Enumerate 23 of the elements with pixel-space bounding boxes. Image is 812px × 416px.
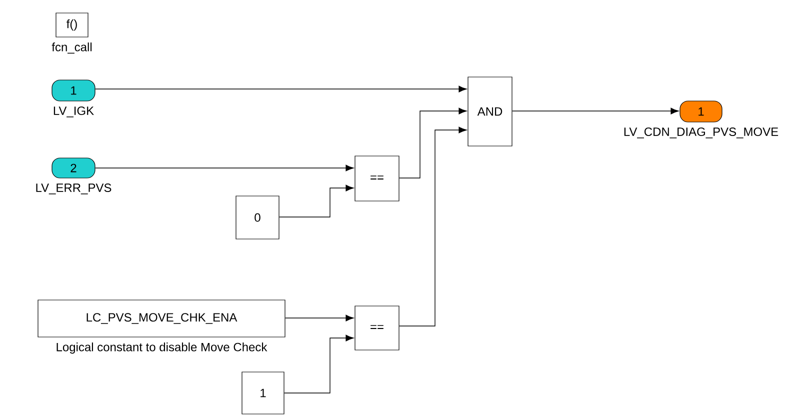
input-port: 1 [52, 80, 96, 102]
input-port: 2 [52, 158, 96, 178]
arrow [94, 86, 467, 92]
arrow [284, 334, 354, 394]
arrow [94, 164, 354, 172]
block-box: 0 [236, 196, 280, 240]
arrow [284, 314, 354, 322]
block-box: f() [56, 12, 88, 38]
output-port: 1 [680, 100, 722, 122]
block-caption: LV_ERR_PVS [36, 184, 112, 194]
block-caption: fcn_call [52, 42, 92, 54]
block-caption: LV_IGK [54, 106, 94, 118]
block-box: AND [468, 76, 512, 146]
block-box: == [354, 156, 400, 202]
arrow [512, 108, 679, 114]
block-caption: Logical constant to disable Move Check [56, 342, 268, 354]
arrow [398, 126, 467, 326]
block-box: == [354, 306, 400, 350]
block-caption: LV_CDN_DIAG_PVS_MOVE [624, 128, 778, 138]
arrow [398, 108, 467, 178]
block-box: LC_PVS_MOVE_CHK_ENA [38, 300, 286, 338]
block-box: 1 [242, 372, 284, 414]
arrow [278, 184, 354, 218]
